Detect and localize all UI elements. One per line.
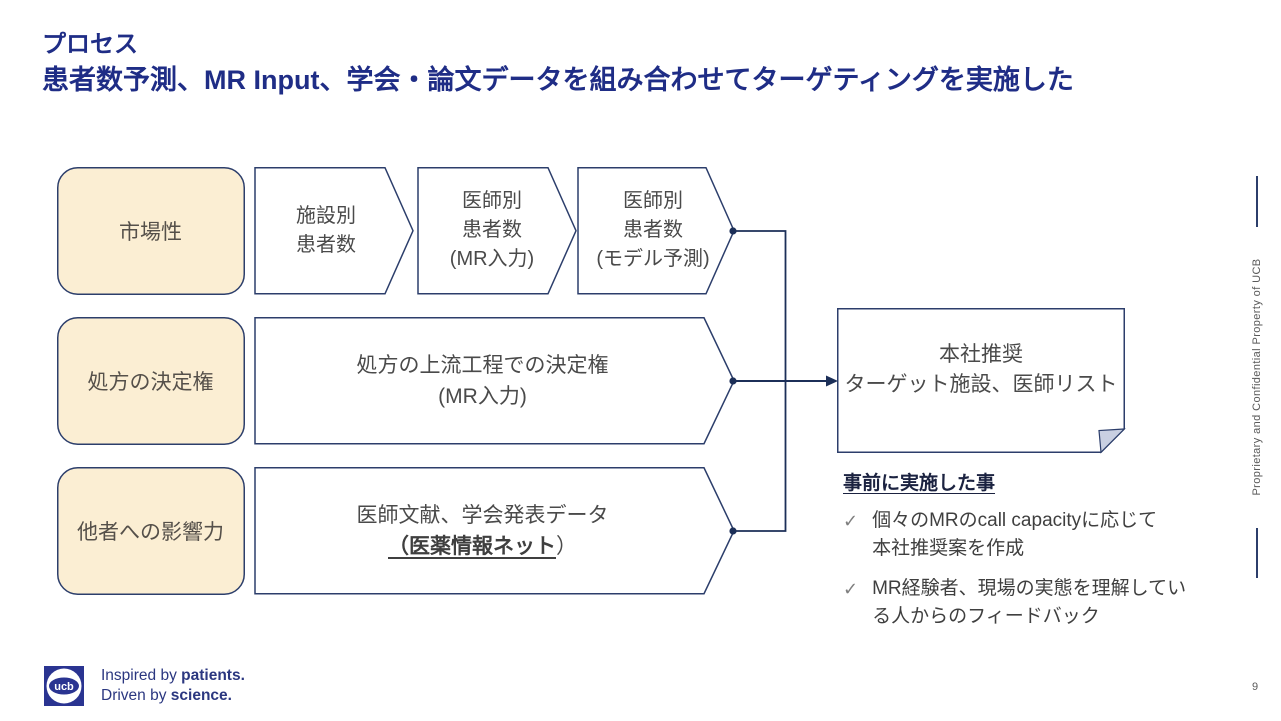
step-doctor-patient-count-model: 医師別 患者数 (モデル予測) [596,190,710,270]
checkmark-icon: ✓ [843,511,859,531]
literature-line2: （医薬情報ネット） [388,531,577,562]
arrow-shape-doctor-patients-model [577,167,735,295]
arrow-shape-decision-right [254,317,735,445]
tagline-line2-prefix: Driven by [101,687,171,704]
title-kicker: プロセス [42,31,138,58]
label-influence-on-others: 他者への影響力 [77,520,224,544]
label-shape-influence [57,467,245,595]
confidential-notice: Proprietary and Confidential Property of… [1251,258,1263,496]
label-shape-prescription [57,317,245,445]
label-prescription-decision: 処方の決定権 [87,370,214,394]
tagline-line2-bold: science. [170,687,232,704]
literature-line1: 医師文献、学会発表データ [356,503,609,527]
step-upstream-decision-right: 処方の上流工程での決定権 (MR入力) [356,353,609,408]
junction-dot-top [729,227,737,235]
checkmark-icon: ✓ [843,579,859,599]
tagline-line1-prefix: Inspired by [101,667,182,684]
logo-ellipse [49,677,79,695]
arrow-shape-facility-patients [254,167,414,295]
logo-wordmark: ucb [54,681,74,693]
title-main: 患者数予測、MR Input、学会・論文データを組み合わせてターゲティングを実施… [42,65,1074,95]
tagline-line2: Driven by science. [101,686,245,706]
arrow-shape-doctor-patients-mr [417,167,577,295]
medical-info-net-suffix: ） [556,534,577,558]
sidebar-rule-bottom [1256,528,1258,578]
tagline-line1-bold: patients. [181,667,245,684]
label-shape-market [57,167,245,295]
note-item-feedback: ✓ MR経験者、現場の実態を理解してい る人からのフィードバック [843,575,1243,631]
junction-dot-bottom [729,527,737,535]
note-text: MR経験者、現場の実態を理解してい る人からのフィードバック [872,578,1187,627]
output-box-fold-corner [1098,428,1126,454]
junction-dot-middle [729,377,737,385]
step-literature-conference-data: 医師文献、学会発表データ （医薬情報ネット） [255,467,710,594]
brand-tagline: Inspired by patients. Driven by science. [101,666,245,706]
step-doctor-patient-count-mr: 医師別 患者数 (MR入力) [449,190,535,270]
medical-info-net-underlined: （医薬情報ネット [388,534,556,558]
label-market: 市場性 [119,220,182,244]
tagline-line1: Inspired by patients. [101,666,245,686]
ucb-logo: ucb [44,666,84,706]
note-item-call-capacity: ✓ 個々のMRのcall capacityに応じて 本社推奨案を作成 [843,507,1243,563]
connector-arrowhead [826,375,838,387]
notes-heading: 事前に実施した事 [843,473,996,494]
sidebar-rule-top [1256,176,1258,227]
notes-section: 事前に実施した事 ✓ 個々のMRのcall capacityに応じて 本社推奨案… [843,468,1243,643]
arrow-shape-literature-data [254,467,735,595]
output-target-list-box: 本社推奨 ターゲット施設、医師リスト [844,342,1118,396]
slide-title: プロセス 患者数予測、MR Input、学会・論文データを組み合わせてターゲティ… [42,28,1074,98]
note-text: 個々のMRのcall capacityに応じて 本社推奨案を作成 [872,510,1158,559]
page-number: 9 [1252,681,1259,693]
step-facility-patient-count: 施設別 患者数 [296,204,356,256]
